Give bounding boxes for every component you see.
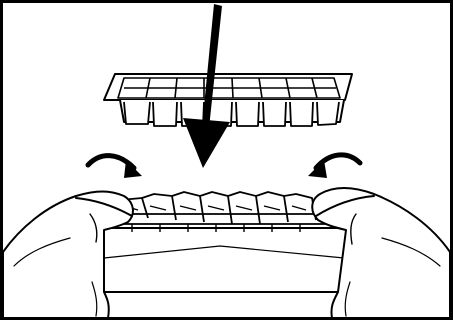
ice-tray-top — [103, 73, 353, 127]
curved-arrow-right-icon — [308, 152, 363, 178]
ice-tray-bottom — [97, 191, 351, 293]
right-hand — [311, 187, 451, 319]
down-arrow-icon — [183, 4, 230, 168]
left-hand — [2, 190, 134, 319]
curved-arrow-left-icon — [85, 153, 142, 178]
